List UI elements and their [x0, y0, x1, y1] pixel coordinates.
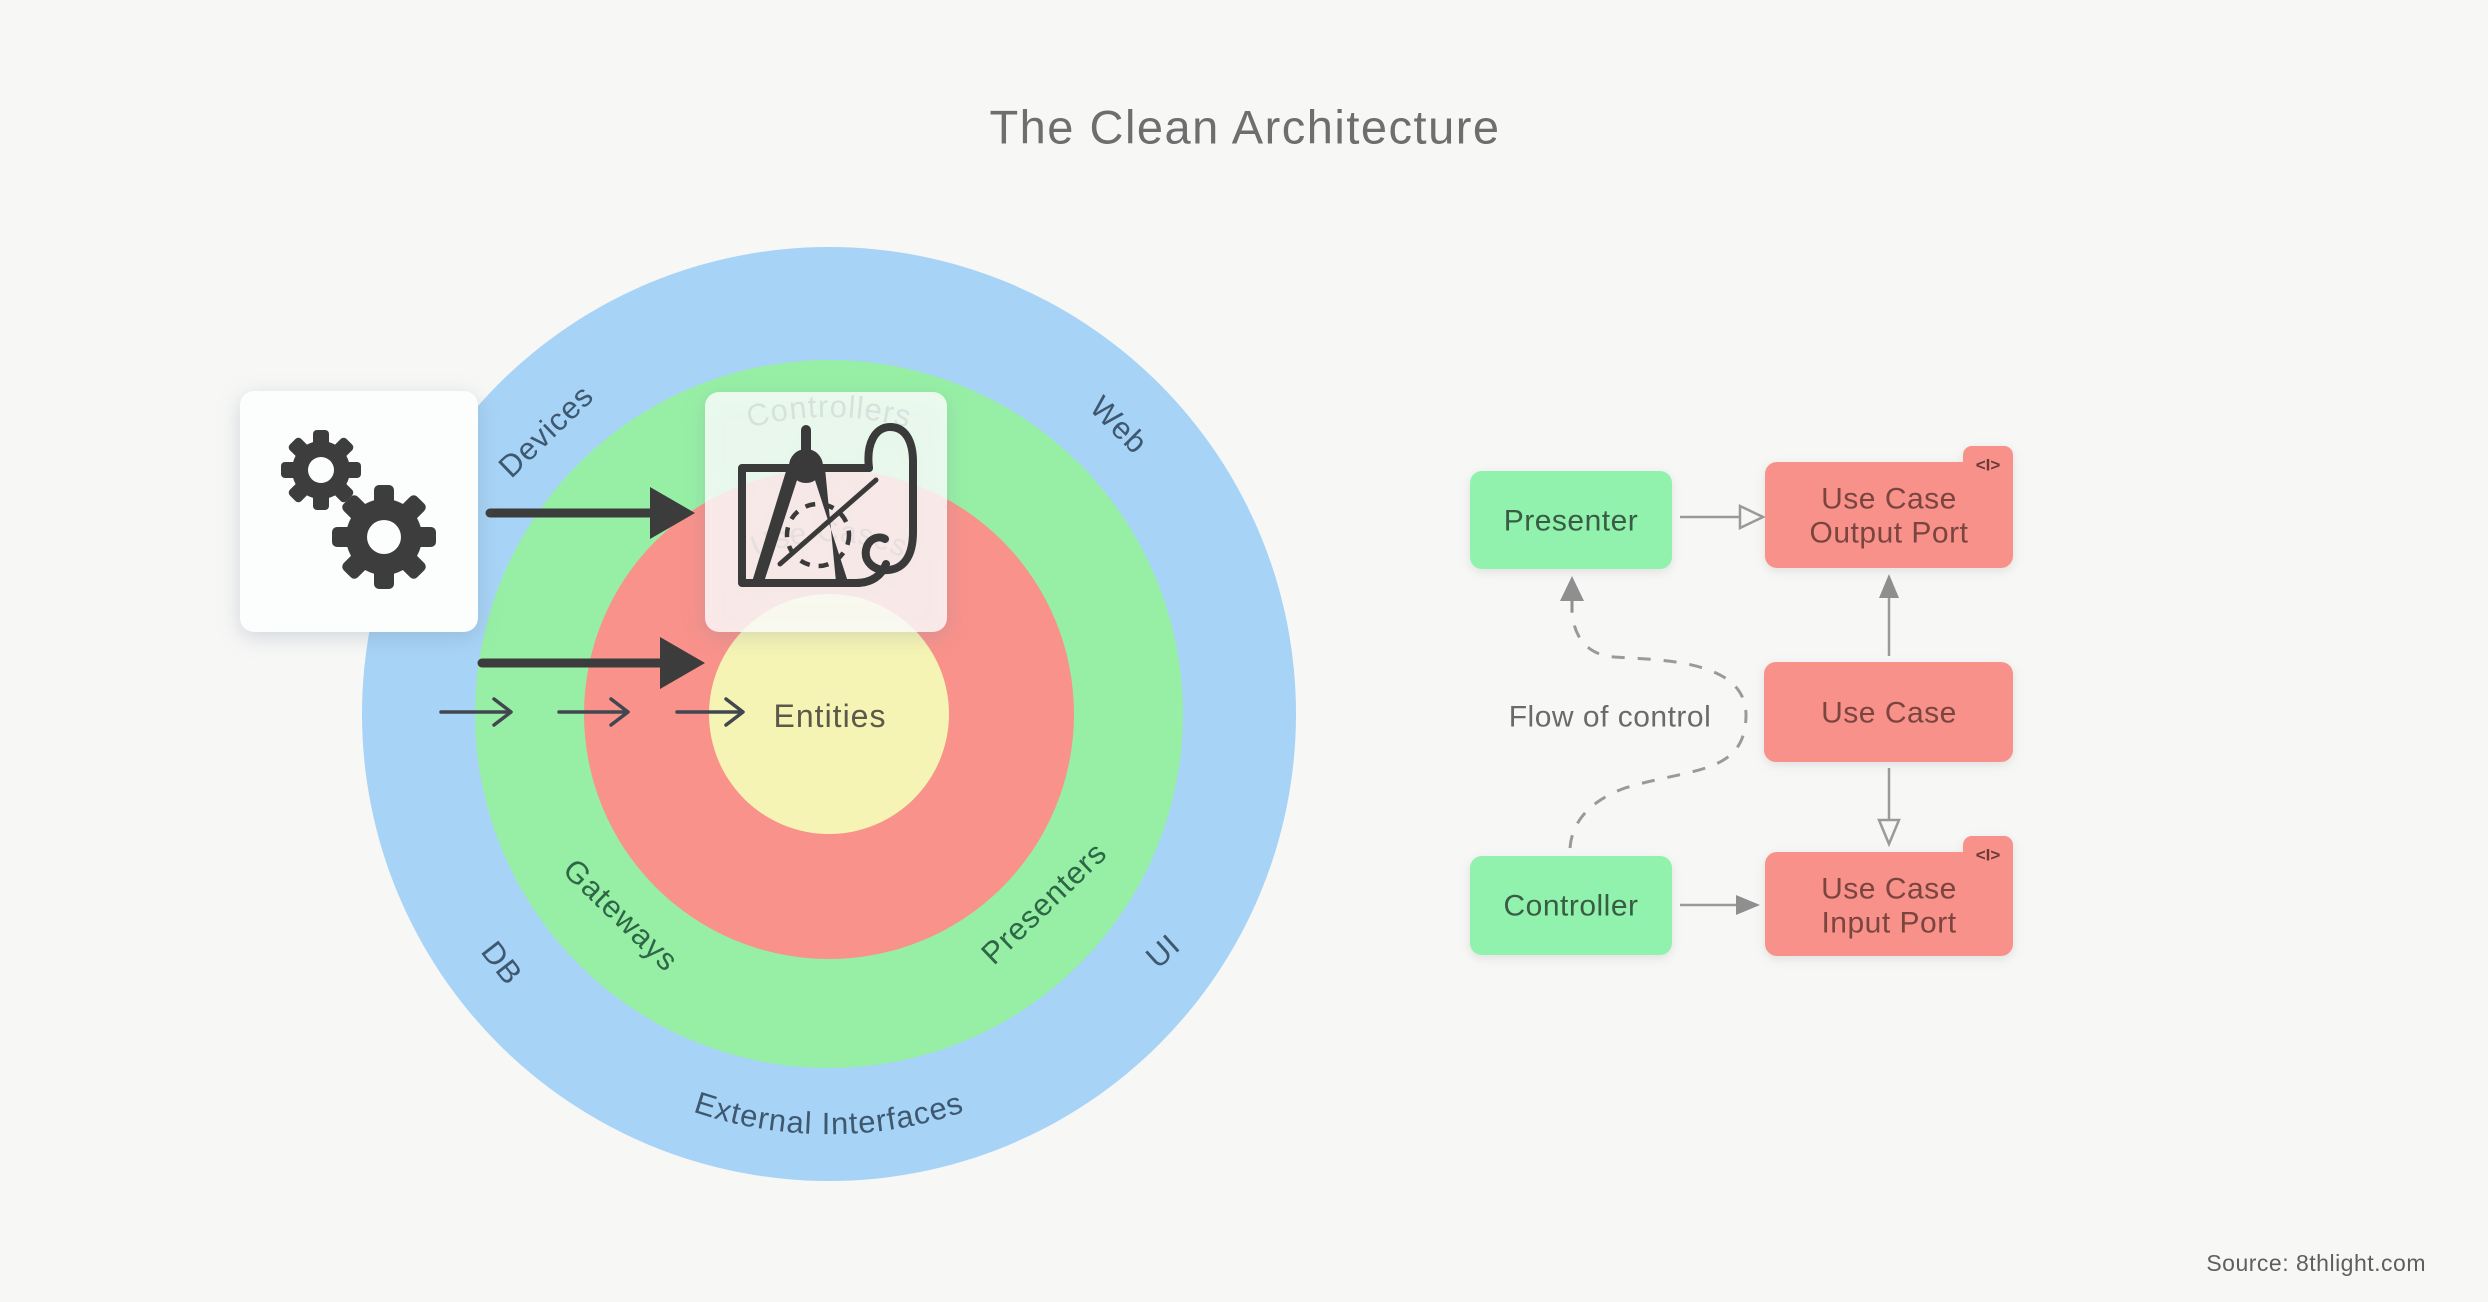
- use-case-label: Use Case: [1821, 697, 1957, 730]
- arrow-use-case-to-output-port: [1879, 574, 1899, 656]
- output-port-interface-marker: <I>: [1976, 456, 2001, 475]
- page-title: The Clean Architecture: [989, 101, 1500, 154]
- compass-blueprint-icon: [738, 423, 917, 587]
- input-port-label-line1: Use Case: [1821, 873, 1957, 906]
- use-case-input-port-box: <I> Use Case Input Port: [1765, 836, 2013, 956]
- thin-arrow-3: [675, 697, 745, 727]
- thin-arrow-2: [557, 697, 630, 727]
- arrow-presenter-to-output-port: [1680, 504, 1766, 530]
- ring-entities: [709, 594, 949, 834]
- label-entities: Entities: [774, 698, 887, 734]
- arrow-use-case-to-input-port: [1877, 768, 1901, 848]
- thick-arrow-top: [485, 487, 695, 539]
- controller-label: Controller: [1503, 890, 1638, 923]
- gears-icon: [281, 430, 436, 589]
- flow-arrows: [1560, 504, 1901, 915]
- thick-arrow-bottom: [477, 637, 705, 689]
- flow-of-control-curve: [1560, 576, 1748, 849]
- controller-box: Controller: [1470, 856, 1672, 955]
- use-case-box: Use Case: [1764, 662, 2013, 762]
- input-port-interface-marker: <I>: [1976, 846, 2001, 865]
- source-attribution: Source: 8thlight.com: [2206, 1250, 2426, 1276]
- arrow-controller-to-input-port: [1680, 895, 1760, 915]
- input-port-label-line2: Input Port: [1821, 907, 1956, 940]
- output-port-label-line1: Use Case: [1821, 483, 1957, 516]
- use-case-output-port-box: <I> Use Case Output Port: [1765, 446, 2013, 568]
- presenter-label: Presenter: [1504, 505, 1639, 538]
- presenter-box: Presenter: [1470, 471, 1672, 569]
- thin-arrows-row: [439, 697, 745, 727]
- flow-of-control-label: Flow of control: [1509, 701, 1712, 734]
- output-port-label-line2: Output Port: [1810, 517, 1969, 550]
- flow-diagram: Presenter <I> Use Case Output Port Use C…: [1470, 446, 2013, 956]
- thin-arrow-1: [439, 697, 513, 727]
- dependency-arrows: [439, 487, 745, 727]
- blueprint-card: [705, 392, 947, 632]
- gears-card: [240, 391, 478, 632]
